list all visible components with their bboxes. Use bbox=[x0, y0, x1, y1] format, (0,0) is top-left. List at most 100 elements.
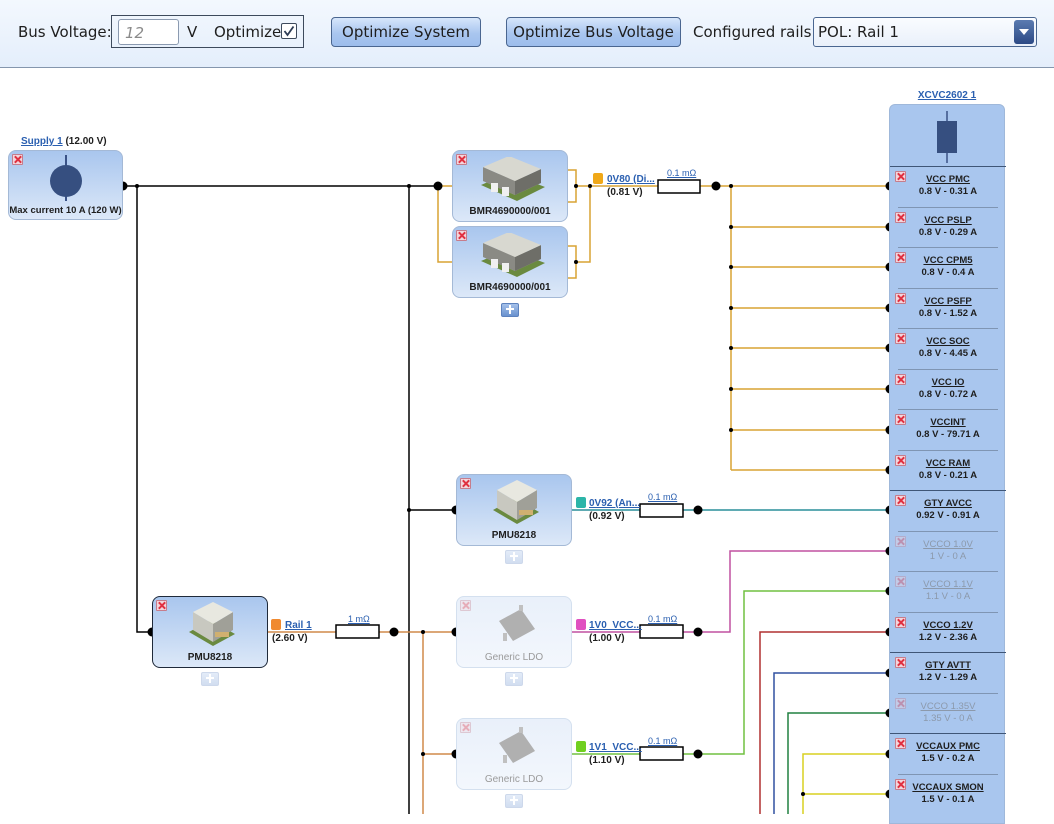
close-icon[interactable] bbox=[895, 495, 906, 506]
pin-name[interactable]: GTY AVCC bbox=[924, 498, 972, 509]
pin-divider bbox=[898, 571, 998, 572]
module-card-pmu-an[interactable]: PMU8218 bbox=[456, 474, 572, 546]
wire bbox=[437, 186, 452, 263]
close-icon[interactable] bbox=[895, 576, 906, 587]
rail-link-rail1[interactable]: Rail 1 bbox=[285, 620, 312, 631]
optimize-bus-voltage-button[interactable]: Optimize Bus Voltage bbox=[506, 17, 681, 47]
close-icon[interactable] bbox=[895, 292, 906, 304]
rail-link-0v80[interactable]: 0V80 (Di... bbox=[607, 174, 655, 185]
pin-name[interactable]: VCCO 1.1V bbox=[923, 579, 973, 590]
close-icon[interactable] bbox=[895, 657, 906, 668]
close-icon[interactable] bbox=[156, 600, 167, 611]
close-icon[interactable] bbox=[460, 722, 471, 733]
pin-name[interactable]: VCCAUX SMON bbox=[912, 781, 984, 793]
pin-name[interactable]: VCC RAM bbox=[925, 457, 971, 469]
pin-name[interactable]: VCC IO bbox=[931, 376, 965, 388]
close-icon[interactable] bbox=[895, 252, 906, 263]
close-icon[interactable] bbox=[456, 154, 467, 165]
close-icon[interactable] bbox=[12, 154, 23, 165]
resistor-1v1[interactable] bbox=[639, 746, 684, 761]
supply-link[interactable]: Supply 1 bbox=[21, 136, 63, 147]
rail-link-0v92[interactable]: 0V92 (An... bbox=[589, 498, 641, 509]
resistor-value[interactable]: 0.1 mΩ bbox=[648, 614, 678, 624]
supply-card[interactable]: Max current 10 A (120 W) bbox=[8, 150, 123, 220]
add-module-button[interactable] bbox=[501, 303, 519, 317]
add-module-button[interactable] bbox=[505, 794, 523, 808]
pin-name[interactable]: VCCO 1.0V bbox=[923, 538, 973, 550]
pin-value: 1 V - 0 A bbox=[929, 550, 967, 562]
pin-name[interactable]: VCCAUX PMC bbox=[916, 741, 980, 752]
module-card-ldo-1v0[interactable]: Generic LDO bbox=[456, 596, 572, 668]
rail-link-1v0[interactable]: 1V0_VCC... bbox=[589, 620, 642, 631]
pin-name[interactable]: VCC PSLP bbox=[924, 214, 972, 226]
rail-link-1v1[interactable]: 1V1_VCC... bbox=[589, 742, 642, 753]
pin-divider bbox=[890, 733, 1006, 734]
optimize-system-button[interactable]: Optimize System bbox=[331, 17, 481, 47]
pin-name[interactable]: VCC PSFP bbox=[924, 295, 972, 307]
resistor-value[interactable]: 1 mΩ bbox=[348, 614, 370, 624]
close-icon[interactable] bbox=[895, 535, 906, 547]
resistor-1v0[interactable] bbox=[639, 624, 684, 639]
configured-rails-select[interactable]: POL: Rail 1 bbox=[813, 17, 1037, 47]
close-icon[interactable] bbox=[456, 230, 467, 241]
optimize-checkbox[interactable] bbox=[281, 23, 297, 39]
close-icon[interactable] bbox=[895, 414, 906, 425]
resistor-value[interactable]: 0.1 mΩ bbox=[648, 736, 678, 746]
close-icon[interactable] bbox=[895, 171, 906, 182]
pin-name[interactable]: GTY AVTT bbox=[925, 660, 971, 671]
resistor-value[interactable]: 0.1 mΩ bbox=[667, 168, 697, 178]
bus-voltage-input[interactable] bbox=[118, 19, 179, 45]
resistor-0v80[interactable] bbox=[657, 179, 701, 194]
add-module-button[interactable] bbox=[505, 672, 523, 686]
node bbox=[407, 184, 411, 188]
resistor-0v92[interactable] bbox=[639, 503, 684, 518]
module-card-bmr2[interactable]: BMR4690000/001 bbox=[452, 226, 568, 298]
pin-name[interactable]: VCC PMC bbox=[926, 174, 970, 185]
pin-name[interactable]: VCCO 1.2V bbox=[923, 619, 973, 631]
resistor-rail1[interactable] bbox=[335, 624, 380, 639]
close-icon[interactable] bbox=[460, 600, 471, 611]
pin-name[interactable]: VCCO 1.35V bbox=[920, 700, 976, 712]
close-icon[interactable] bbox=[460, 478, 471, 489]
module-card-ldo-1v1[interactable]: Generic LDO bbox=[456, 718, 572, 790]
add-module-button[interactable] bbox=[201, 672, 219, 686]
pin-name[interactable]: VCC SOC bbox=[926, 336, 970, 347]
chevron-down-icon[interactable] bbox=[1014, 20, 1034, 44]
close-icon[interactable] bbox=[895, 616, 906, 628]
pin-name[interactable]: VCC CPM5 bbox=[923, 255, 973, 266]
device-title-link[interactable]: XCVC2602 1 bbox=[917, 90, 977, 101]
module-card-bmr1[interactable]: BMR4690000/001 bbox=[452, 150, 568, 222]
close-icon[interactable] bbox=[895, 373, 906, 385]
rail-1-wires bbox=[268, 631, 456, 814]
close-icon[interactable] bbox=[895, 778, 906, 790]
pin-name[interactable]: VCCINT bbox=[930, 417, 966, 428]
add-module-button[interactable] bbox=[505, 550, 523, 564]
pin-value: 1.2 V - 2.36 A bbox=[918, 631, 978, 643]
close-icon[interactable] bbox=[895, 333, 906, 344]
close-icon[interactable] bbox=[895, 697, 906, 709]
close-icon[interactable] bbox=[895, 211, 906, 223]
node bbox=[729, 387, 733, 391]
close-icon[interactable] bbox=[895, 738, 906, 749]
resistors bbox=[335, 179, 701, 761]
close-icon[interactable] bbox=[895, 454, 906, 466]
module-card-pmu-rail1[interactable]: PMU8218 bbox=[152, 596, 268, 668]
resistor-value[interactable]: 0.1 mΩ bbox=[648, 492, 678, 502]
